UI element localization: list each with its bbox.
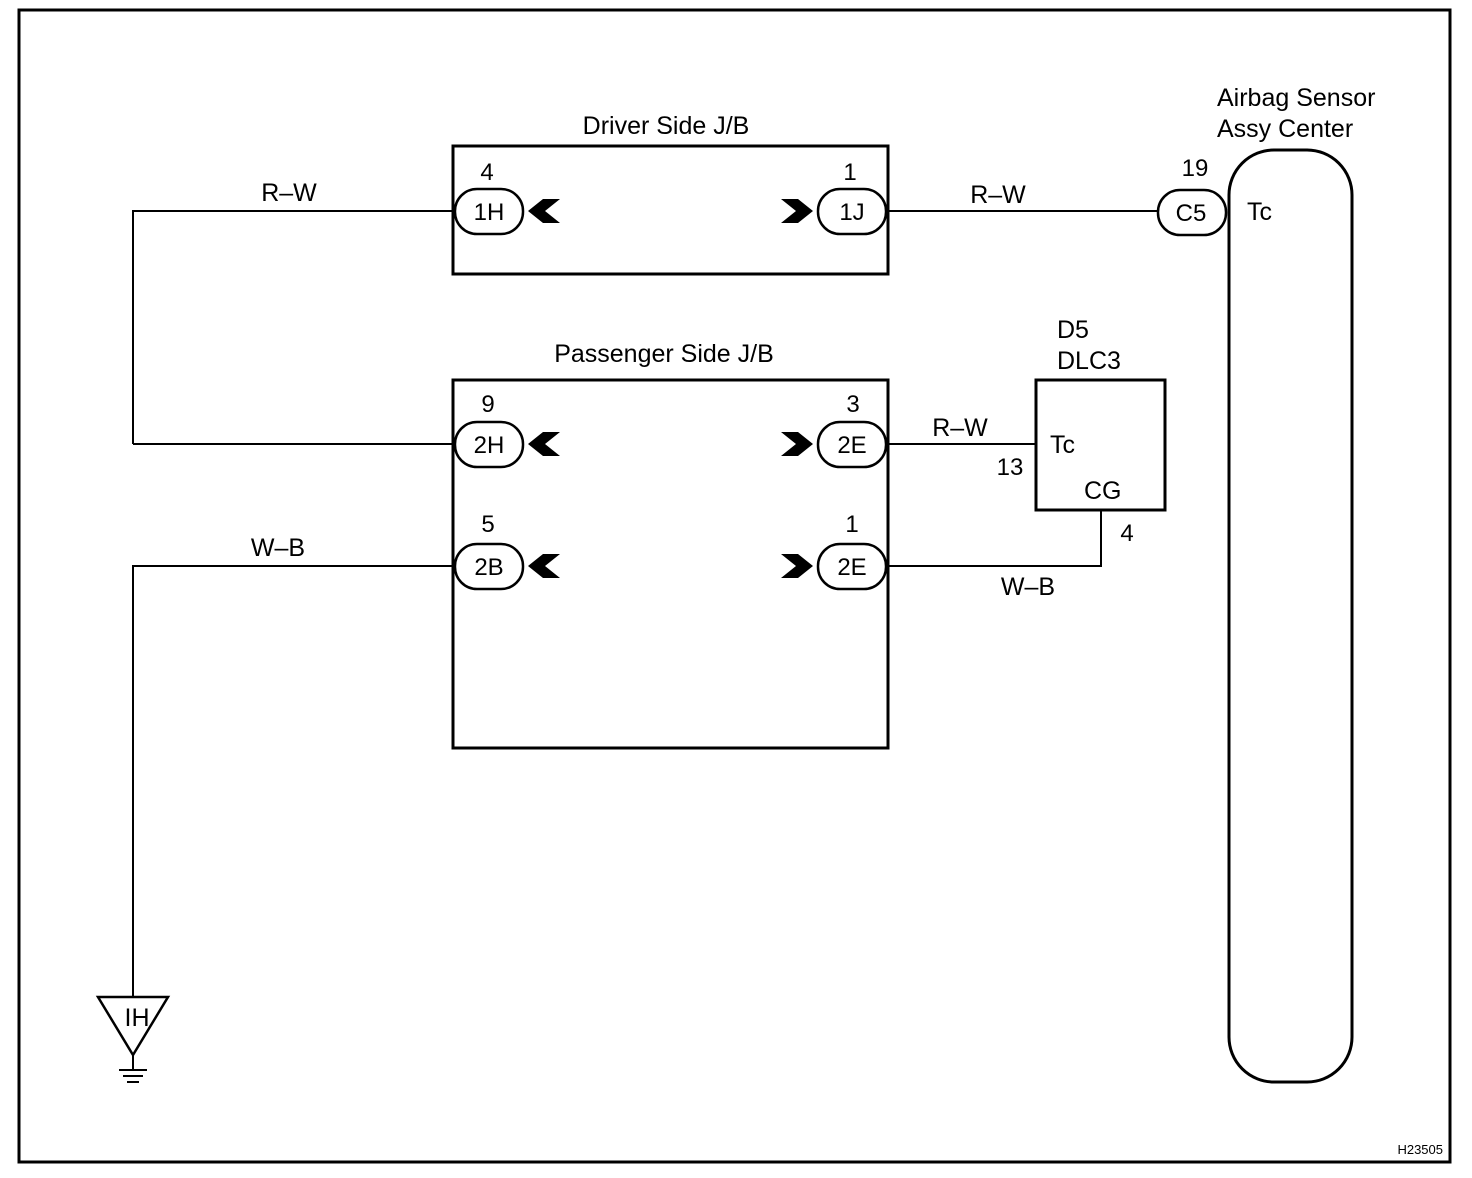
passenger-jb-box bbox=[451, 378, 890, 750]
driver-jb-title: Driver Side J/B bbox=[583, 112, 750, 140]
passenger-jb-pin-9: 9 bbox=[481, 391, 494, 418]
connector-2b-label: 2B bbox=[474, 554, 503, 581]
driver-jb-arrow-right bbox=[781, 199, 813, 223]
wire-label-left-bottom: W–B bbox=[251, 534, 305, 562]
passenger-jb-arrow-left-2 bbox=[528, 554, 560, 578]
airbag-sensor-title-1: Airbag Sensor bbox=[1217, 84, 1375, 112]
connector-c5 bbox=[1156, 188, 1228, 237]
wire-label-left-top: R–W bbox=[261, 179, 317, 207]
airbag-sensor-title-2: Assy Center bbox=[1217, 115, 1353, 143]
driver-jb-arrow-left bbox=[528, 199, 560, 223]
dlc3-id: D5 bbox=[1057, 316, 1089, 344]
airbag-sensor-body bbox=[1227, 148, 1354, 1084]
dlc3-terminal-tc: Tc bbox=[1050, 431, 1075, 459]
connector-1j bbox=[816, 187, 888, 236]
wire-label-right-top: R–W bbox=[970, 181, 1026, 209]
connector-1h bbox=[453, 187, 525, 236]
drawing-id: H23505 bbox=[1397, 1142, 1443, 1157]
connector-2h-label: 2H bbox=[474, 432, 505, 459]
connector-1h-label: 1H bbox=[474, 199, 505, 226]
connector-2b bbox=[453, 542, 525, 591]
wire-label-dlc-tc: R–W bbox=[932, 414, 988, 442]
passenger-jb-arrow-right-1 bbox=[781, 432, 813, 456]
connector-2h bbox=[453, 420, 525, 469]
dlc3-box bbox=[1034, 378, 1167, 512]
wire-wb-dlc-cg bbox=[886, 510, 1102, 567]
connector-2e-top bbox=[816, 420, 888, 469]
passenger-jb-arrow-left-1 bbox=[528, 432, 560, 456]
driver-jb-box bbox=[451, 144, 890, 276]
connector-2e-top-label: 2E bbox=[837, 432, 866, 459]
driver-jb-pin-left: 4 bbox=[480, 159, 493, 186]
ground-ih-symbol bbox=[95, 995, 171, 1058]
driver-jb-pin-right: 1 bbox=[843, 159, 856, 186]
dlc3-terminal-cg: CG bbox=[1084, 477, 1122, 505]
passenger-jb-arrow-right-2 bbox=[781, 554, 813, 578]
connector-1j-label: 1J bbox=[839, 199, 864, 226]
passenger-jb-pin-3: 3 bbox=[846, 391, 859, 418]
connector-2e-bottom-label: 2E bbox=[837, 554, 866, 581]
passenger-jb-pin-1: 1 bbox=[845, 511, 858, 538]
ground-ih-label: IH bbox=[125, 1004, 150, 1032]
connector-c5-label: C5 bbox=[1176, 200, 1207, 227]
wire-label-dlc-cg: W–B bbox=[1001, 573, 1055, 601]
connector-2e-bottom bbox=[816, 542, 888, 591]
passenger-jb-title: Passenger Side J/B bbox=[554, 340, 774, 368]
wire-rw-left bbox=[132, 210, 455, 444]
airbag-sensor-terminal-tc: Tc bbox=[1247, 198, 1272, 226]
dlc3-pin-4: 4 bbox=[1120, 520, 1133, 547]
dlc3-name: DLC3 bbox=[1057, 347, 1121, 375]
airbag-sensor-pin-19: 19 bbox=[1182, 155, 1209, 182]
passenger-jb-pin-5: 5 bbox=[481, 511, 494, 538]
diagram-frame bbox=[17, 8, 1452, 1164]
dlc3-pin-13: 13 bbox=[997, 454, 1024, 481]
wire-wb-left bbox=[132, 565, 455, 997]
